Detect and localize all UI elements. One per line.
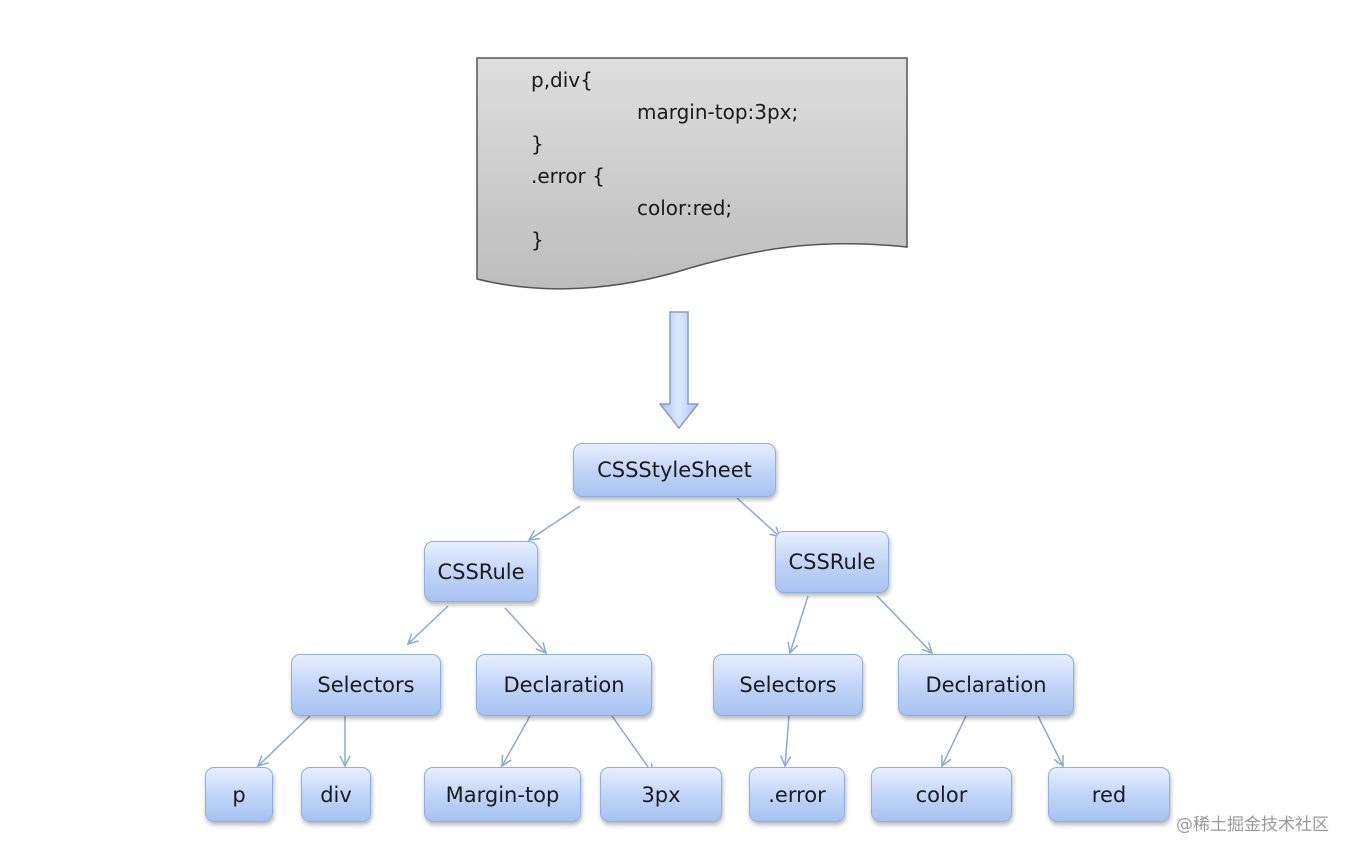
edge-root-rule-right — [736, 497, 780, 537]
edge-rule-left-selectors — [408, 605, 449, 644]
edge-rule-right-selectors — [790, 595, 809, 653]
edge-selectors-left-p — [258, 715, 311, 766]
tree-edges — [258, 497, 1063, 774]
node-selectors-right: Selectors — [713, 654, 863, 716]
node-cssrule-left: CSSRule — [424, 541, 538, 602]
node-declaration-left: Declaration — [476, 654, 652, 716]
node-leaf-red: red — [1048, 767, 1170, 822]
edge-rule-left-declaration — [504, 607, 546, 653]
code-line-selector-error: .error { — [531, 164, 605, 188]
edge-declaration-left-3px — [611, 715, 653, 774]
source-document-shape — [476, 57, 908, 290]
node-leaf-p: p — [205, 767, 273, 822]
down-arrow-icon — [658, 311, 700, 430]
node-declaration-right: Declaration — [898, 654, 1074, 716]
node-selectors-left: Selectors — [291, 654, 441, 716]
code-line-close-brace-1: } — [531, 132, 544, 156]
edge-declaration-right-red — [1037, 715, 1063, 766]
edge-root-rule-left — [529, 505, 581, 540]
edge-rule-right-declaration — [876, 595, 932, 653]
node-cssrule-right: CSSRule — [775, 531, 889, 593]
code-line-color-red: color:red; — [637, 196, 733, 220]
node-leaf-3px: 3px — [600, 767, 722, 822]
watermark-text: @稀土掘金技术社区 — [1176, 815, 1329, 835]
node-leaf-color: color — [871, 767, 1012, 822]
edge-declaration-left-margin — [502, 715, 531, 766]
node-leaf-margin-top: Margin-top — [424, 767, 581, 822]
edge-selectors-right-error — [785, 715, 789, 766]
node-leaf-error: .error — [749, 767, 845, 822]
node-leaf-div: div — [301, 767, 371, 822]
code-line-selector-p-div: p,div{ — [531, 68, 593, 92]
code-line-margin-top: margin-top:3px; — [637, 100, 799, 124]
edge-declaration-right-color — [942, 715, 967, 766]
code-line-close-brace-2: } — [531, 228, 544, 252]
node-cssstylesheet: CSSStyleSheet — [573, 443, 776, 497]
